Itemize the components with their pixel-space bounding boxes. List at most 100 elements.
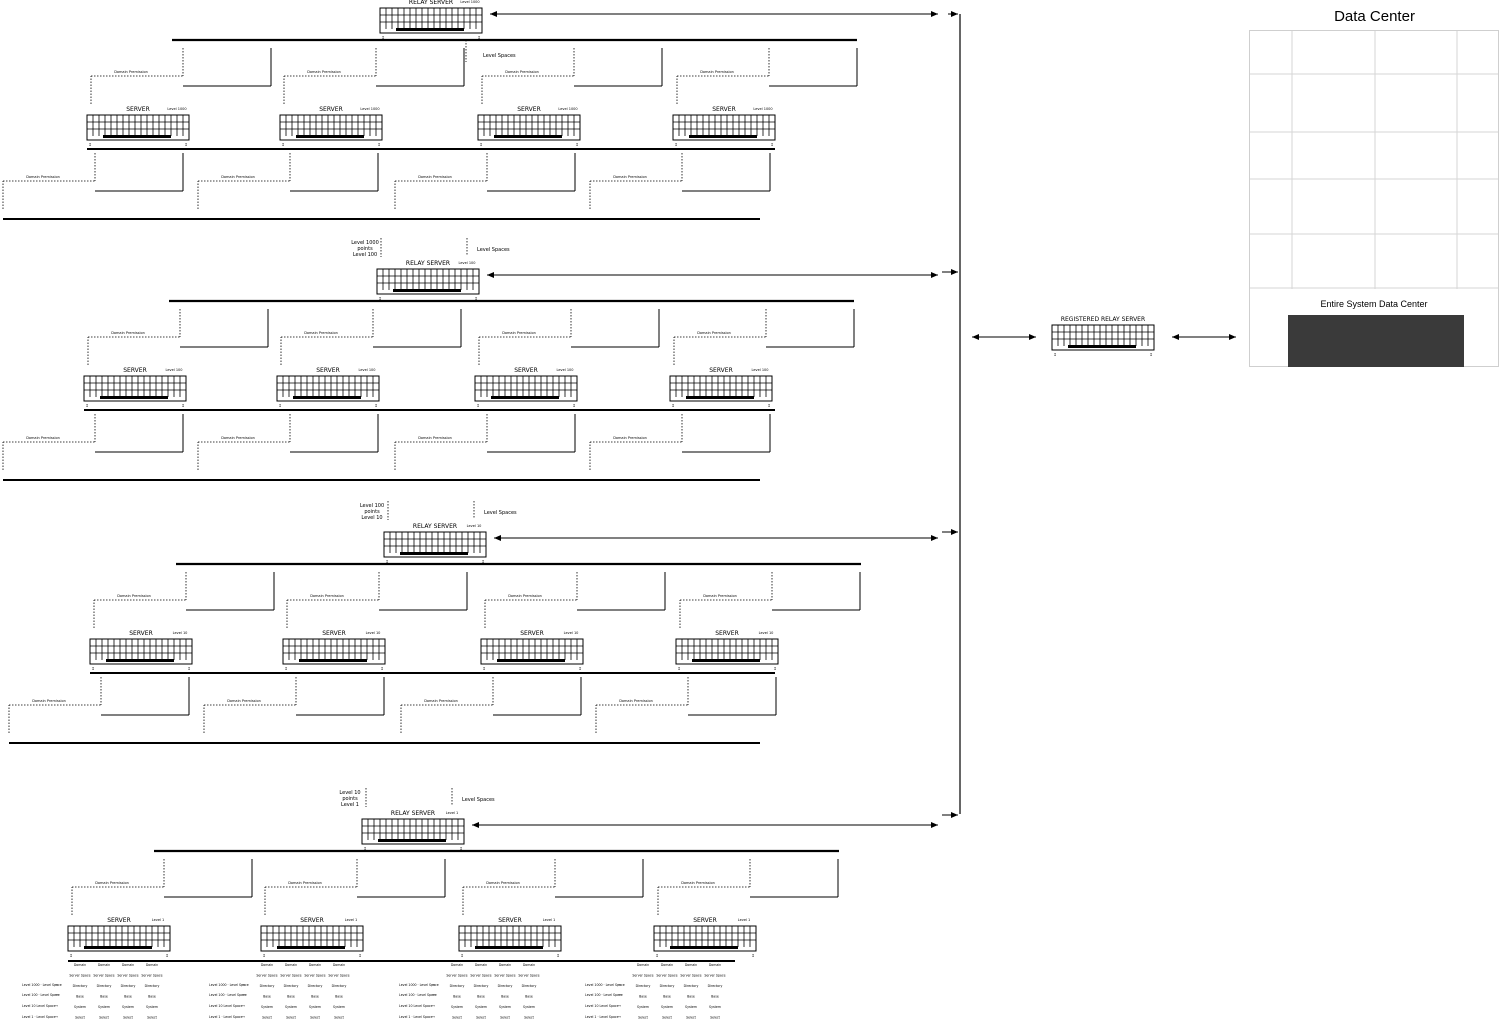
legend-cell: System — [333, 1005, 345, 1009]
legend-cell: Server Space — [69, 974, 90, 978]
legend-cell: Domain — [261, 963, 273, 967]
server-port-right: ↕ — [767, 403, 770, 408]
server-port-left: ↕ — [91, 666, 94, 671]
server-port-right: ↕ — [477, 35, 480, 40]
legend-cell: System — [523, 1005, 535, 1009]
legend-level-row: Level 100 · Level Space — [22, 993, 60, 997]
legend-arrow: → — [242, 1015, 245, 1019]
legend-cell: Base — [100, 995, 108, 999]
domain-permission-label: Domain Premission — [310, 594, 344, 598]
domain-permission-connector: Domain Premission — [400, 677, 582, 733]
domain-permission-connector: Domain Premission — [286, 572, 468, 628]
legend-cell: Directory — [708, 984, 723, 988]
legend-cell: Domain — [709, 963, 721, 967]
level-spaces-label: Level Spaces — [462, 797, 495, 803]
server-label: SERVER — [520, 630, 544, 637]
relay-server-label: REGISTERED RELAY SERVER — [1061, 316, 1145, 323]
legend-arrow: → — [55, 993, 58, 997]
legend-cell: System — [146, 1005, 158, 1009]
legend-cell: System — [637, 1005, 649, 1009]
domain-permission-label: Domain Premission — [418, 436, 452, 440]
legend-level-row: Level 10 Level Space — [209, 1004, 243, 1008]
server-level-label: Level 1 — [543, 918, 556, 922]
server-port-right: ↕ — [358, 953, 361, 958]
server-label: SERVER — [709, 367, 733, 374]
domain-permission-label: Domain Premission — [221, 175, 255, 179]
legend-cell: Domain — [146, 963, 158, 967]
legend-cell: Domain — [499, 963, 511, 967]
points-text: Level 100 — [353, 252, 377, 258]
legend-cell: System — [499, 1005, 511, 1009]
server-label: SERVER — [126, 106, 150, 113]
server-port-left: ↕ — [479, 142, 482, 147]
server-label: SERVER — [300, 917, 324, 924]
legend-cell: Server Space — [141, 974, 162, 978]
server-label: SERVER — [123, 367, 147, 374]
level-spaces-label: Level Spaces — [477, 247, 510, 253]
legend-cell: Base — [287, 995, 295, 999]
legend-arrow: → — [618, 1004, 621, 1008]
server-drive-bar — [378, 839, 446, 842]
legend-cell: Directory — [284, 984, 299, 988]
legend-level-row: Level 1000 · Level Space — [209, 983, 249, 987]
legend-cell: Server Space — [117, 974, 138, 978]
legend-cell: Directory — [684, 984, 699, 988]
server-port-left: ↕ — [476, 403, 479, 408]
legend-cell: Select — [334, 1016, 345, 1019]
data-center-grid — [1250, 31, 1498, 289]
legend-cell: System — [74, 1005, 86, 1009]
server-level-label: Level 1 — [345, 918, 358, 922]
server-port-left: ↕ — [1053, 352, 1056, 357]
legend-cell: Base — [335, 995, 343, 999]
points-text: Level 1 — [341, 802, 359, 808]
legend-cell: Directory — [522, 984, 537, 988]
legend-arrow: → — [55, 983, 58, 987]
server-port-right: ↕ — [377, 142, 380, 147]
server-port-left: ↕ — [482, 666, 485, 671]
legend-level-row: Level 1 · Level Space — [399, 1015, 433, 1019]
legend-cell: Directory — [121, 984, 136, 988]
server-port-right: ↕ — [474, 296, 477, 301]
legend-level-row: Level 1 · Level Space — [209, 1015, 243, 1019]
legend-cell: Server Space — [470, 974, 491, 978]
server-drive-bar — [299, 659, 367, 662]
points-text: Level 1000 — [351, 240, 379, 246]
data-center-storage-block — [1288, 315, 1464, 367]
legend-cell: Select — [638, 1016, 649, 1019]
legend-cell: Select — [75, 1016, 86, 1019]
legend-cell: Server Space — [632, 974, 653, 978]
domain-permission-label: Domain Premission — [505, 70, 539, 74]
legend-cell: System — [661, 1005, 673, 1009]
legend-arrow: → — [242, 993, 245, 997]
registered-relay-server: REGISTERED RELAY SERVER↕↕ — [1051, 316, 1155, 357]
server-port-left: ↕ — [278, 403, 281, 408]
legend-level-row: Level 10 Level Space — [399, 1004, 433, 1008]
domain-permission-label: Domain Premission — [227, 699, 261, 703]
legend-cell: System — [309, 1005, 321, 1009]
legend-cell: Domain — [475, 963, 487, 967]
domain-permission-label: Domain Premission — [26, 436, 60, 440]
server-port-left: ↕ — [381, 35, 384, 40]
server-port-right: ↕ — [556, 953, 559, 958]
server-port-right: ↕ — [751, 953, 754, 958]
legend-level-row: Level 1 · Level Space — [585, 1015, 619, 1019]
legend-cell: Base — [453, 995, 461, 999]
server-port-right: ↕ — [187, 666, 190, 671]
server-port-left: ↕ — [88, 142, 91, 147]
domain-permission-connector: Domain Premission — [8, 677, 190, 733]
server-drive-bar — [296, 135, 364, 138]
legend-cell: Server Space — [446, 974, 467, 978]
server-label: SERVER — [715, 630, 739, 637]
server-level-label: Level 1000 — [167, 107, 186, 111]
domain-permission-label: Domain Premission — [114, 70, 148, 74]
server-port-left: ↕ — [671, 403, 674, 408]
legend-arrow: → — [618, 993, 621, 997]
legend-cell: Server Space — [93, 974, 114, 978]
legend-level-row: Level 100 · Level Space — [209, 993, 247, 997]
data-center-title: Data Center — [1334, 8, 1415, 25]
